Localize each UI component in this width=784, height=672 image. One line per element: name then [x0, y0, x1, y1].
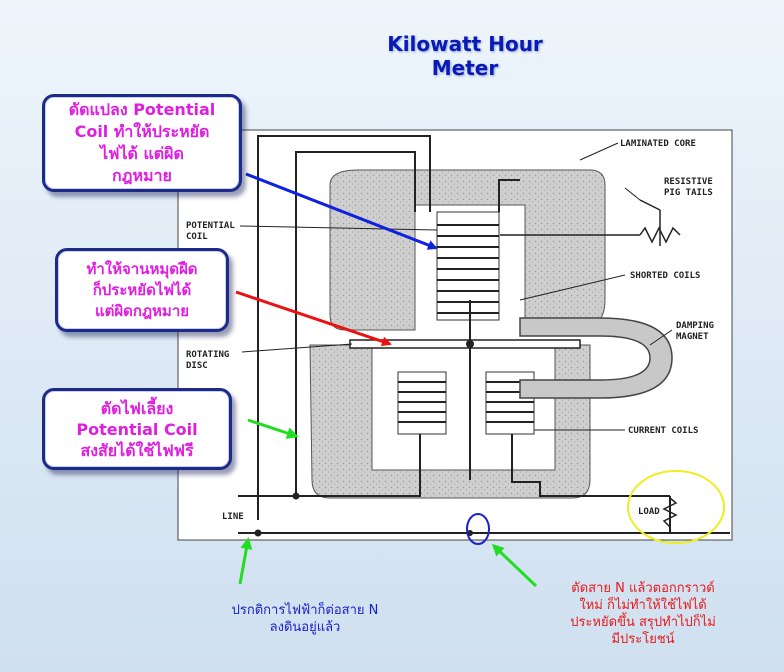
callout-3-line-1: ตัดไฟเลี้ยง — [100, 398, 174, 418]
neutral-highlight-ellipse — [466, 513, 490, 545]
green-arrow-line — [238, 537, 253, 585]
label-current-coils: CURRENT COILS — [628, 426, 698, 436]
callout-bypass-potential-coil: ตัดไฟเลี้ยง Potential Coil สงสัยได้ใช้ไฟ… — [42, 388, 232, 470]
callout-1-line-1: ดัดแปลง Potential — [68, 100, 216, 119]
label-leaders — [239, 142, 673, 431]
laminated-core-upper — [329, 169, 606, 331]
load-highlight-ellipse — [627, 470, 725, 544]
green-arrow-neutral — [491, 543, 538, 588]
note-2-line-2: ใหม่ ก็ไม่ทำให้ใช้ไฟได้ — [579, 598, 707, 613]
label-laminated-core: LAMINATED CORE — [620, 139, 696, 149]
note-2-line-4: มีประโยชน์ — [611, 632, 675, 647]
callout-3-line-2: Potential Coil — [76, 419, 198, 439]
callout-3-line-3: สงสัยได้ใช้ไฟฟรี — [80, 440, 194, 460]
red-arrow — [235, 290, 392, 347]
note-2-line-3: ประหยัดขึ้น สรุปทำไปก็ไม่ — [570, 615, 716, 630]
damping-magnet — [519, 317, 673, 399]
title-line-2: Meter — [431, 56, 499, 80]
title-line-1: Kilowatt Hour — [387, 32, 543, 56]
label-shorted-coils: SHORTED COILS — [630, 271, 700, 281]
note-1-line-2: ลงดินอยู่แล้ว — [269, 620, 341, 635]
callout-2-line-3: แต่ผิดกฎหมาย — [94, 301, 190, 320]
label-damping-1: DAMPING — [676, 321, 714, 331]
green-arrow-bypass — [247, 418, 299, 439]
label-resistive-1: RESISTIVE — [664, 177, 713, 187]
potential-coil — [436, 211, 500, 321]
callout-potential-coil-modify: ดัดแปลง Potential Coil ทำให้ประหยัด ไฟได… — [42, 94, 242, 192]
label-rotating-2: DISC — [186, 361, 208, 371]
callout-1-line-4: กฎหมาย — [112, 166, 172, 185]
callout-1-line-2: Coil ทำให้ประหยัด — [74, 122, 210, 141]
callout-2-line-1: ทำให้จานหมุดฝืด — [86, 259, 198, 278]
blue-arrow — [245, 172, 438, 250]
callout-stop-disc: ทำให้จานหมุดฝืด ก็ประหยัดไฟได้ แต่ผิดกฎห… — [55, 248, 229, 332]
note-cut-neutral: ตัดสาย N แล้วตอกกราวด์ ใหม่ ก็ไม่ทำให้ใช… — [528, 580, 758, 648]
note-neutral-grounded: ปรกติการไฟฟ้าก็ต่อสาย N ลงดินอยู่แล้ว — [196, 602, 414, 636]
label-line: LINE — [222, 512, 244, 522]
callout-2-line-2: ก็ประหยัดไฟได้ — [92, 280, 192, 299]
label-rotating-1: ROTATING — [186, 350, 229, 360]
label-load: LOAD — [638, 507, 660, 517]
spindle-pivot — [466, 340, 474, 348]
current-coil-left — [397, 371, 447, 435]
label-damping-2: MAGNET — [676, 332, 709, 342]
label-potential-1: POTENTIAL — [186, 221, 235, 231]
callout-1-line-3: ไฟได้ แต่ผิด — [100, 144, 184, 163]
label-resistive-2: PIG TAILS — [664, 188, 713, 198]
page-title: Kilowatt Hour Meter — [360, 32, 570, 80]
resistive-pig-tails — [500, 199, 681, 246]
label-potential-2: COIL — [186, 232, 208, 242]
note-1-line-1: ปรกติการไฟฟ้าก็ต่อสาย N — [231, 603, 379, 618]
load-resistor — [662, 497, 678, 528]
note-2-line-1: ตัดสาย N แล้วตอกกราวด์ — [571, 581, 715, 596]
